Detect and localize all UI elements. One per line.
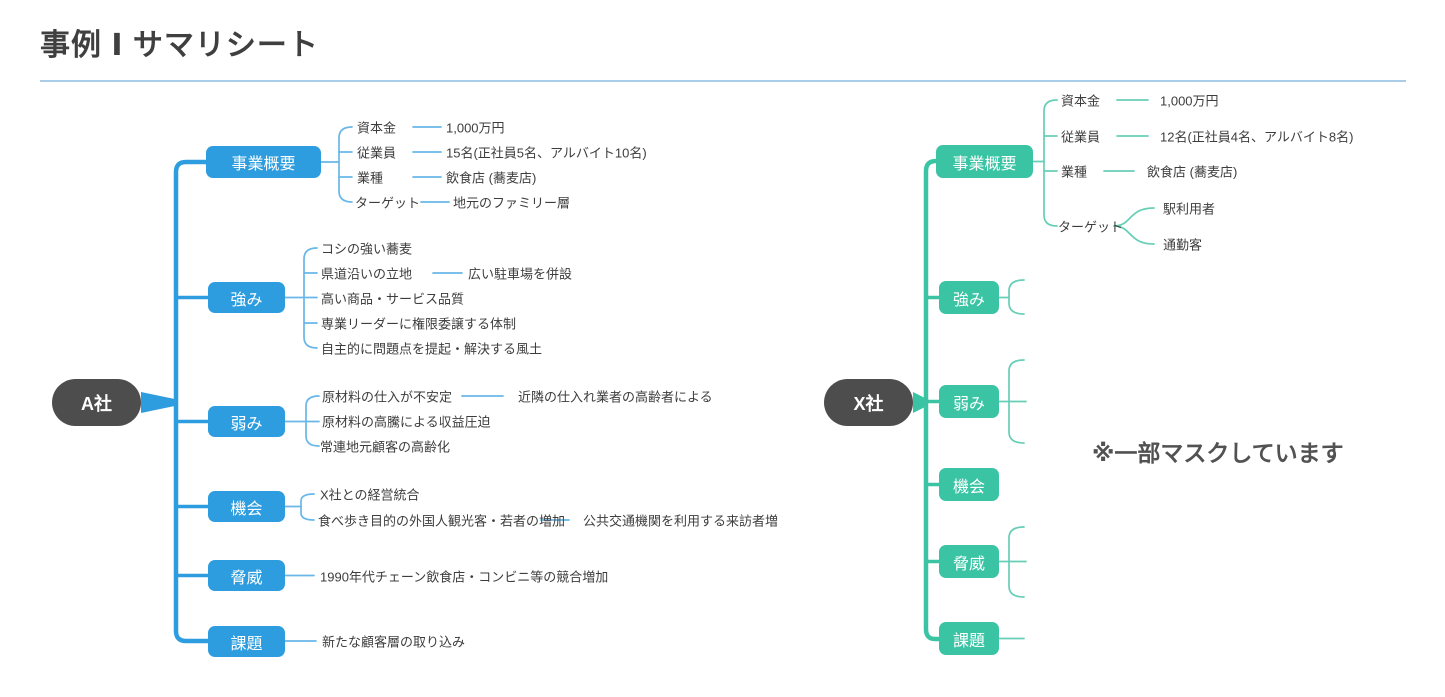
leaf-value: 12名(正社員4名、アルバイト8名) — [1160, 129, 1354, 145]
x-company-node: X社 — [824, 379, 913, 426]
leaf-label: X社との経営統合 — [320, 487, 420, 503]
leaf-label: 常連地元顧客の高齢化 — [320, 439, 451, 455]
a-branch-threats: 脅威 — [208, 560, 285, 591]
x-branch-opportunities: 機会 — [939, 468, 999, 501]
leaf-label: 原材料の高騰による収益圧迫 — [322, 414, 491, 430]
page-title: 事例 Ⅰ サマリシート — [40, 29, 319, 62]
leaf-label: 県道沿いの立地 — [321, 266, 413, 282]
leaf-value: 公共交通機関を利用する来訪者増 — [583, 513, 779, 529]
leaf-label: ターゲット — [355, 195, 421, 211]
a-company-node: A社 — [52, 379, 141, 426]
leaf-label: 資本金 — [1061, 93, 1101, 109]
leaf-label: 業種 — [357, 170, 384, 186]
a-branch-issues: 課題 — [208, 626, 285, 657]
leaf-label: 業種 — [1061, 164, 1088, 180]
a-tree-branches — [284, 126, 570, 642]
leaf-label: 資本金 — [357, 120, 397, 136]
leaf-label: 原材料の仕入が不安定 — [322, 389, 453, 405]
leaf-label: 従業員 — [1061, 129, 1101, 145]
leaf-value: 飲食店 (蕎麦店) — [1147, 164, 1238, 180]
a-branch-overview: 事業概要 — [206, 146, 321, 178]
leaf-label: 食べ歩き目的の外国人観光客・若者の増加 — [318, 513, 566, 529]
leaf-label: 従業員 — [357, 145, 397, 161]
mask-note: ※一部マスクしています — [1092, 440, 1344, 466]
x-tree-branches — [998, 99, 1155, 640]
a-tree-trunk — [141, 159, 211, 644]
leaf-value: 近隣の仕入れ業者の高齢者による — [518, 389, 713, 405]
x-branch-threats: 脅威 — [939, 545, 999, 578]
a-branch-weaknesses: 弱み — [208, 406, 285, 437]
leaf-label: 新たな顧客層の取り込み — [322, 634, 466, 650]
leaf-label: 1990年代チェーン飲食店・コンビニ等の競合増加 — [320, 569, 609, 585]
x-branch-weaknesses: 弱み — [939, 385, 999, 418]
x-tree-trunk — [913, 158, 942, 642]
leaf-value: 通勤客 — [1163, 237, 1203, 253]
leaf-label: 高い商品・サービス品質 — [321, 291, 465, 307]
leaf-value: 地元のファミリー層 — [453, 195, 571, 211]
leaf-value: 広い駐車場を併設 — [468, 266, 573, 282]
x-branch-overview: 事業概要 — [936, 145, 1033, 178]
leaf-label: コシの強い蕎麦 — [321, 241, 413, 257]
leaf-value: 1,000万円 — [1160, 93, 1219, 109]
leaf-label: 自主的に問題点を提起・解決する風土 — [321, 341, 543, 357]
x-branch-issues: 課題 — [939, 622, 999, 655]
title-divider — [40, 80, 1406, 82]
a-branch-strengths: 強み — [208, 282, 285, 313]
leaf-value: 1,000万円 — [446, 120, 505, 136]
leaf-value: 15名(正社員5名、アルバイト10名) — [446, 145, 647, 161]
leaf-value: 飲食店 (蕎麦店) — [446, 170, 537, 186]
leaf-value: 駅利用者 — [1163, 201, 1216, 217]
leaf-label: ターゲット — [1058, 219, 1124, 235]
a-branch-opportunities: 機会 — [208, 491, 285, 522]
x-branch-strengths: 強み — [939, 281, 999, 314]
leaf-label: 専業リーダーに権限委譲する体制 — [321, 316, 517, 332]
